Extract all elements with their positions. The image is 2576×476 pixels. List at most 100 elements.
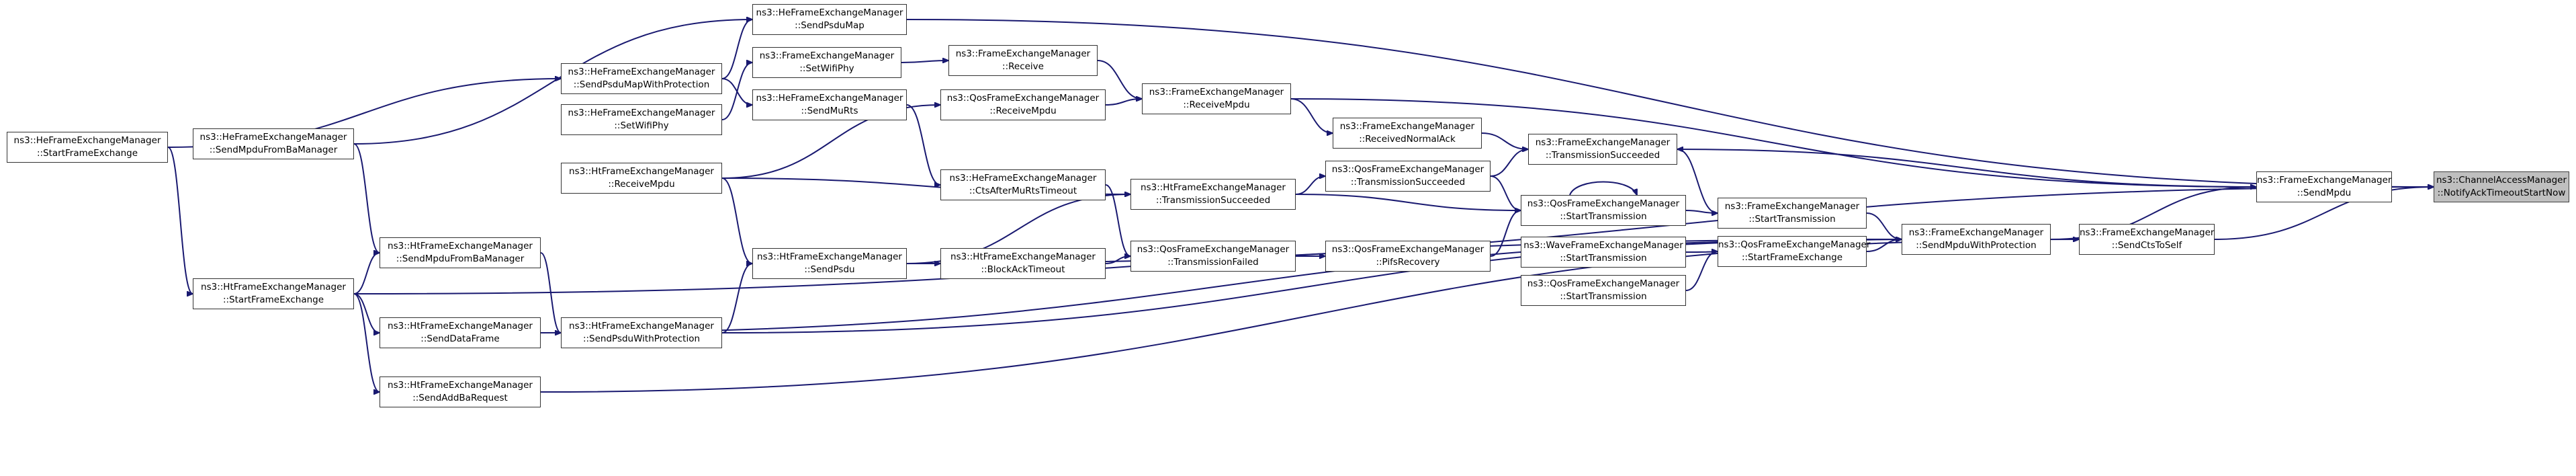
- node-class-label: ns3::QosFrameExchangeManager: [1527, 278, 1680, 289]
- node-hefem-setwifiphy[interactable]: ns3::HeFrameExchangeManager::SetWifiPhy: [561, 104, 722, 135]
- node-htfem-senddataframe[interactable]: ns3::HtFrameExchangeManager::SendDataFra…: [380, 317, 541, 348]
- call-edge-hefem-sendmpdufrombamanager-to-htfem-sendmpdufrombamanager: [353, 143, 380, 253]
- call-edge-hefem-ctsaftermurtstimeout-to-qfem-transmissionfailed: [1105, 184, 1130, 256]
- node-method-label: ::StartFrameExchange: [36, 148, 138, 159]
- node-class-label: ns3::HtFrameExchangeManager: [388, 321, 533, 331]
- node-method-label: ::SendPsduMapWithProtection: [573, 79, 710, 90]
- node-class-label: ns3::FrameExchangeManager: [955, 48, 1091, 59]
- node-hefem-ctsaftermurtstimeout[interactable]: ns3::HeFrameExchangeManager::CtsAfterMuR…: [940, 169, 1106, 200]
- node-class-label: ns3::HeFrameExchangeManager: [756, 93, 903, 104]
- node-hefem-startframeexchange[interactable]: ns3::HeFrameExchangeManager::StartFrameE…: [7, 132, 168, 163]
- call-edge-htfem-startframeexchange-to-htfem-sendaddbarequest: [353, 293, 380, 392]
- node-method-label: ::SendPsdu: [804, 264, 855, 275]
- node-class-label: ns3::QosFrameExchangeManager: [1527, 198, 1680, 209]
- node-class-label: ns3::ChannelAccessManager: [2436, 175, 2567, 186]
- node-htfem-sendaddbarequest[interactable]: ns3::HtFrameExchangeManager::SendAddBaRe…: [380, 376, 541, 407]
- node-class-label: ns3::HtFrameExchangeManager: [201, 282, 346, 292]
- call-edge-htfem-sendpsduwithprot-to-htfem-sendpsdu: [721, 264, 752, 333]
- call-edge-hefem-sendpsdumapwithprot-to-hefem-sendpsdumap: [721, 19, 752, 79]
- node-fem-sendmpdu[interactable]: ns3::FrameExchangeManager::SendMpdu: [2256, 171, 2392, 202]
- node-fem-receive[interactable]: ns3::FrameExchangeManager::Receive: [948, 45, 1098, 76]
- node-method-label: ::SendMpduFromBaManager: [209, 145, 338, 155]
- node-fem-sendctstoself[interactable]: ns3::FrameExchangeManager::SendCtsToSelf: [2079, 224, 2215, 255]
- node-class-label: ns3::FrameExchangeManager: [1724, 201, 1860, 212]
- node-qfem-starttransmission[interactable]: ns3::QosFrameExchangeManager::StartTrans…: [1521, 195, 1686, 226]
- node-method-label: ::TransmissionSucceeded: [1155, 195, 1271, 206]
- node-qfem-startframeexchange[interactable]: ns3::QosFrameExchangeManager::StartFrame…: [1718, 236, 1871, 267]
- node-class-label: ns3::HtFrameExchangeManager: [569, 166, 714, 177]
- node-class-label: ns3::HeFrameExchangeManager: [13, 135, 161, 146]
- node-fem-sendmpduwithprot[interactable]: ns3::FrameExchangeManager::SendMpduWithP…: [1902, 224, 2051, 255]
- node-method-label: ::SetWifiPhy: [799, 63, 854, 74]
- node-class-label: ns3::HeFrameExchangeManager: [199, 132, 347, 143]
- node-htfem-transmissionsucceeded[interactable]: ns3::HtFrameExchangeManager::Transmissio…: [1130, 179, 1296, 210]
- node-class-label: ns3::FrameExchangeManager: [1339, 121, 1475, 132]
- node-method-label: ::SendMpduWithProtection: [1916, 240, 2037, 251]
- node-fem-setwifiphy[interactable]: ns3::FrameExchangeManager::SetWifiPhy: [752, 47, 901, 78]
- node-class-label: ns3::FrameExchangeManager: [759, 50, 895, 61]
- node-class-label: ns3::HtFrameExchangeManager: [1141, 182, 1286, 193]
- node-htfem-startframeexchange[interactable]: ns3::HtFrameExchangeManager::StartFrameE…: [193, 278, 354, 309]
- node-class-label: ns3::WaveFrameExchangeManager: [1523, 240, 1683, 251]
- node-method-label: ::SendMpdu: [2297, 188, 2352, 198]
- node-class-label: ns3::QosFrameExchangeManager: [1137, 244, 1290, 255]
- node-method-label: ::BlockAckTimeout: [981, 264, 1065, 275]
- call-edge-htfem-startframeexchange-to-htfem-sendmpdufrombamanager: [353, 253, 380, 294]
- node-hefem-sendmurts[interactable]: ns3::HeFrameExchangeManager::SendMuRts: [752, 89, 907, 120]
- call-edge-fem-receivempdu-to-fem-receivednormalack: [1290, 98, 1333, 133]
- call-edge-fem-sendmpdu-to-fem-transmissionsucceeded: [1677, 149, 2257, 188]
- node-qfem-receivempdu[interactable]: ns3::QosFrameExchangeManager::ReceiveMpd…: [940, 89, 1106, 120]
- node-wfem-starttransmission[interactable]: ns3::WaveFrameExchangeManager::StartTran…: [1521, 237, 1686, 268]
- node-class-label: ns3::HeFrameExchangeManager: [756, 7, 903, 18]
- node-class-label: ns3::HtFrameExchangeManager: [388, 380, 533, 391]
- call-edge-htfem-receivempdu-to-htfem-sendpsdu: [721, 177, 752, 264]
- node-method-label: ::SendMuRts: [801, 106, 858, 116]
- node-htfem-sendmpdufrombamanager[interactable]: ns3::HtFrameExchangeManager::SendMpduFro…: [380, 237, 541, 268]
- call-edge-fem-transmissionsucceeded-to-fem-starttransmission: [1677, 149, 1718, 213]
- node-htfem-sendpsduwithprot[interactable]: ns3::HtFrameExchangeManager::SendPsduWit…: [561, 317, 722, 348]
- node-class-label: ns3::QosFrameExchangeManager: [1718, 239, 1871, 250]
- node-method-label: ::SendPsduMap: [795, 20, 864, 31]
- call-edge-htfem-blockacktimeout-to-qfem-transmissionfailed: [1105, 256, 1130, 264]
- call-edge-qfem-starttransmission-to-fem-starttransmission: [1685, 210, 1718, 213]
- call-edge-hefem-sendmpdufrombamanager-to-hefem-sendpsdumap: [353, 19, 752, 145]
- node-fem-transmissionsucceeded[interactable]: ns3::FrameExchangeManager::TransmissionS…: [1528, 134, 1677, 165]
- node-hefem-sendpsdumapwithprot[interactable]: ns3::HeFrameExchangeManager::SendPsduMap…: [561, 63, 722, 94]
- node-hefem-sendmpdufrombamanager[interactable]: ns3::HeFrameExchangeManager::SendMpduFro…: [193, 128, 354, 159]
- node-method-label: ::SetWifiPhy: [614, 120, 669, 131]
- call-edge-htfem-startframeexchange-to-htfem-senddataframe: [353, 293, 380, 333]
- node-fem-receivednormalack[interactable]: ns3::FrameExchangeManager::ReceivedNorma…: [1333, 118, 1482, 149]
- node-class-label: ns3::HtFrameExchangeManager: [569, 321, 714, 331]
- call-edge-fem-receivednormalack-to-fem-transmissionsucceeded: [1481, 132, 1528, 149]
- node-method-label: ::NotifyAckTimeoutStartNow: [2437, 188, 2566, 198]
- call-edge-htfem-transmissionsucceeded-to-qfem-starttransmission: [1295, 194, 1521, 210]
- node-method-label: ::StartFrameExchange: [222, 294, 324, 305]
- node-method-label: ::ReceiveMpdu: [1183, 100, 1250, 110]
- node-qfem-starttransmission-b[interactable]: ns3::QosFrameExchangeManager::StartTrans…: [1521, 275, 1686, 306]
- node-htfem-receivempdu[interactable]: ns3::HtFrameExchangeManager::ReceiveMpdu: [561, 163, 722, 194]
- node-method-label: ::StartFrameExchange: [1741, 252, 1843, 263]
- node-class-label: ns3::QosFrameExchangeManager: [1331, 244, 1484, 255]
- node-method-label: ::SendDataFrame: [420, 333, 500, 344]
- call-edge-qfem-transmissionsucceeded-to-fem-transmissionsucceeded: [1490, 149, 1528, 177]
- node-qfem-pifsrecovery[interactable]: ns3::QosFrameExchangeManager::PifsRecove…: [1325, 241, 1491, 272]
- node-htfem-sendpsdu[interactable]: ns3::HtFrameExchangeManager::SendPsdu: [752, 248, 907, 279]
- node-method-label: ::SendMpduFromBaManager: [396, 253, 525, 264]
- node-method-label: ::PifsRecovery: [1376, 257, 1440, 268]
- node-htfem-blockacktimeout[interactable]: ns3::HtFrameExchangeManager::BlockAckTim…: [940, 248, 1106, 279]
- node-class-label: ns3::HtFrameExchangeManager: [950, 251, 1096, 262]
- call-edge-htfem-sendmpdufrombamanager-to-htfem-sendpsduwithprot: [540, 252, 561, 333]
- call-edge-hefem-startframeexchange-to-htfem-startframeexchange: [167, 147, 193, 294]
- node-qfem-transmissionsucceeded[interactable]: ns3::QosFrameExchangeManager::Transmissi…: [1325, 161, 1491, 192]
- call-edge-fem-receivempdu-to-fem-sendmpdu: [1290, 98, 2256, 187]
- call-edge-qfem-transmissionsucceeded-to-qfem-starttransmission: [1490, 175, 1521, 210]
- node-fem-receivempdu[interactable]: ns3::FrameExchangeManager::ReceiveMpdu: [1142, 83, 1291, 114]
- call-edge-fem-setwifiphy-to-fem-receive: [901, 61, 948, 63]
- node-qfem-transmissionfailed[interactable]: ns3::QosFrameExchangeManager::Transmissi…: [1130, 241, 1296, 272]
- node-class-label: ns3::FrameExchangeManager: [1535, 137, 1671, 148]
- call-edge-fem-receive-to-fem-receivempdu: [1097, 60, 1142, 99]
- call-edge-qfem-starttransmission-b-to-qfem-startframeexchange: [1685, 251, 1718, 291]
- node-fem-starttransmission[interactable]: ns3::FrameExchangeManager::StartTransmis…: [1718, 198, 1867, 229]
- node-hefem-sendpsdumap[interactable]: ns3::HeFrameExchangeManager::SendPsduMap: [752, 4, 907, 35]
- node-method-label: ::StartTransmission: [1560, 291, 1647, 302]
